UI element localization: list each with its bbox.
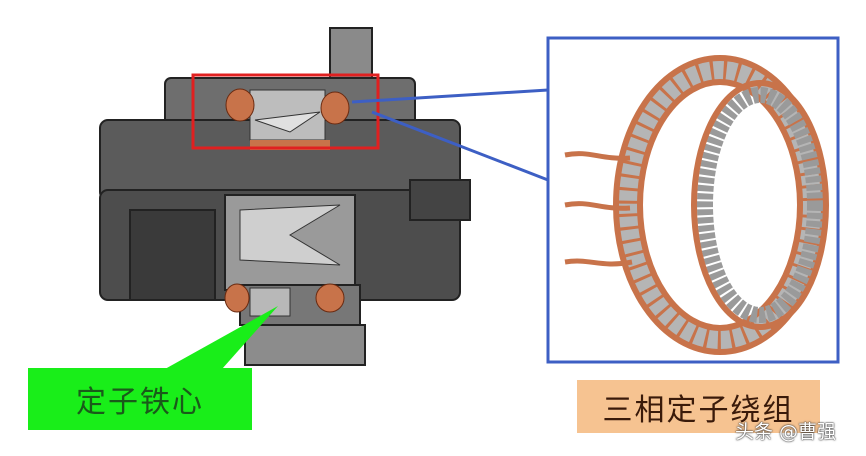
stator-core-label: 定子铁心 [28,368,252,430]
zoom-connector-line [371,110,549,182]
stator-highlight-box [191,73,380,150]
stator-winding-illustration [564,55,829,355]
zoom-connector-line [351,88,549,104]
callout-pointer [165,306,278,369]
stator-winding-label: 三相定子绕组 [577,380,820,433]
watermark: 头条 @曹强 [735,421,837,443]
alternator-cutaway [99,27,471,366]
